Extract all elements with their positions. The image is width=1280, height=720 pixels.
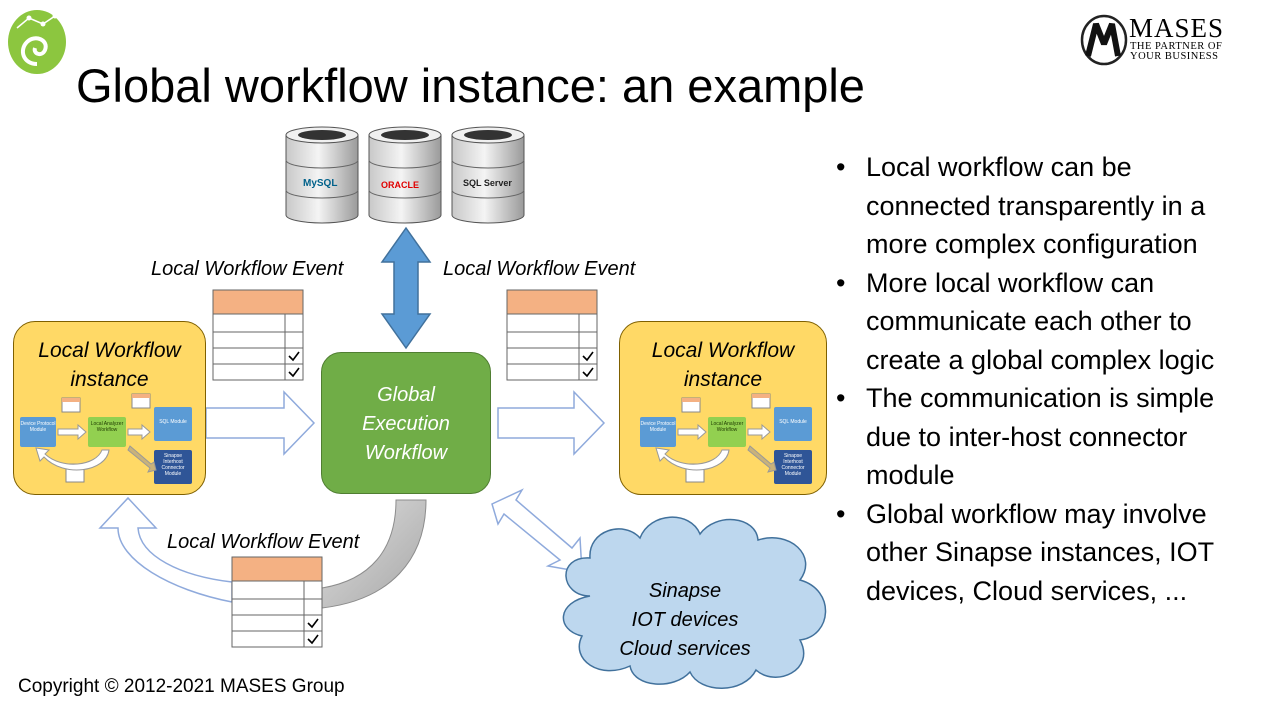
db-label-sqlserver: SQL Server (463, 178, 512, 188)
mini-sql-module-right: SQL Module (774, 407, 812, 441)
slide-title: Global workflow instance: an example (76, 59, 865, 112)
event-table-left (212, 289, 304, 381)
event-table-right (506, 289, 598, 381)
database-sqlserver-icon (451, 126, 525, 224)
bullet-marker: • (836, 152, 846, 182)
arrow-global-to-right (497, 390, 606, 456)
mases-name: MASES (1129, 13, 1225, 43)
mini-analyzer-module: Local Analyzer Workflow (88, 417, 126, 447)
local-workflow-right: Local Workflow instance Device Protocol … (619, 321, 827, 495)
mini-analyzer-module-right: Local Analyzer Workflow (708, 417, 746, 447)
copyright-footer: Copyright © 2012-2021 MASES Group (18, 676, 345, 697)
event-label-left: Local Workflow Event (151, 258, 344, 280)
mini-device-module-right: Device Protocol Module (640, 417, 676, 447)
mini-sql-module: SQL Module (154, 407, 192, 441)
event-label-right: Local Workflow Event (443, 258, 636, 280)
mases-emblem (1080, 14, 1128, 66)
database-oracle-icon (368, 126, 442, 224)
gray-curve-band (321, 499, 427, 609)
database-mysql-icon (285, 126, 359, 224)
cloud-shape (562, 516, 827, 689)
db-double-arrow (380, 226, 432, 350)
cloud-double-arrow (491, 488, 583, 573)
event-label-bottom: Local Workflow Event (167, 531, 360, 553)
global-execution-workflow: Global Execution Workflow (321, 352, 491, 494)
mini-device-module: Device Protocol Module (20, 417, 56, 447)
mases-tagline: THE PARTNER OF YOUR BUSINESS (1130, 41, 1223, 62)
db-label-mysql: MySQL (303, 178, 338, 189)
mini-connector-module-right: Sinapse Interhost Connector Module (774, 450, 812, 484)
bullet-marker: • (836, 267, 846, 298)
local-workflow-left-title: Local Workflow instance (38, 339, 181, 391)
arrow-left-to-global (205, 390, 316, 456)
bullet-marker: • (836, 383, 846, 413)
sinapse-logo (8, 10, 66, 74)
arrow-return-left (98, 496, 233, 603)
local-workflow-right-title: Local Workflow instance (651, 339, 795, 391)
cloud-label: Sinapse IOT devices Cloud services (619, 580, 751, 660)
mini-connector-module: Sinapse Interhost Connector Module (154, 450, 192, 484)
mini-arrows-right (655, 393, 777, 483)
global-workflow-label: Global Execution Workflow (362, 384, 450, 464)
mini-arrows-left (35, 393, 157, 483)
db-label-oracle: ORACLE (381, 180, 419, 190)
event-table-bottom (231, 556, 323, 648)
local-workflow-left: Local Workflow instance Device Protocol … (13, 321, 206, 495)
bullet-marker: • (836, 498, 846, 529)
